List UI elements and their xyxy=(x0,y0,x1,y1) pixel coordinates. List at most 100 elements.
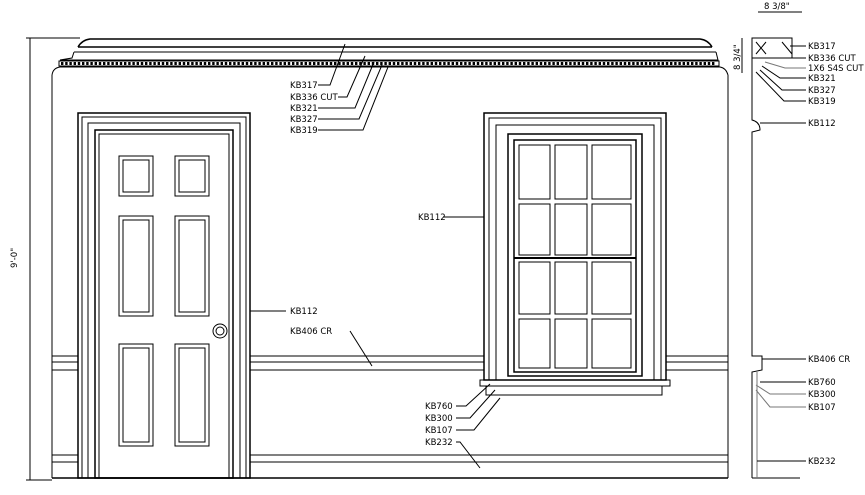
dentil xyxy=(98,62,102,65)
dentil xyxy=(86,62,89,65)
dentil xyxy=(308,62,312,65)
dentil xyxy=(397,62,400,65)
dentil xyxy=(661,62,664,65)
dentil xyxy=(434,62,438,65)
dentil xyxy=(691,62,694,65)
dentil xyxy=(443,62,446,65)
dentil xyxy=(497,62,501,65)
dentil xyxy=(161,62,165,65)
dentil xyxy=(132,62,135,65)
dentil xyxy=(485,62,488,65)
dentil xyxy=(136,62,139,65)
dentil xyxy=(544,62,547,65)
window-pane xyxy=(554,144,588,200)
label-kb321: KB321 xyxy=(290,104,318,114)
dentil xyxy=(573,62,576,65)
section-labels: KB317 KB336 CUT 1X6 S4S CUT KB321 KB327 … xyxy=(808,42,864,467)
dentil xyxy=(241,62,244,65)
dentil xyxy=(644,62,648,65)
dentil xyxy=(552,62,555,65)
dentil xyxy=(191,62,194,65)
dentil xyxy=(422,62,425,65)
dentil xyxy=(611,62,614,65)
dentil xyxy=(657,62,660,65)
dentil xyxy=(468,62,471,65)
dentil xyxy=(245,62,249,65)
label-kb327: KB327 xyxy=(290,115,318,125)
dentil xyxy=(388,62,391,65)
dentil xyxy=(430,62,433,65)
section-label-kb406-cr: KB406 CR xyxy=(808,355,850,365)
cornice-labels: KB317 KB336 CUT KB321 KB327 KB319 xyxy=(290,81,338,136)
dentil xyxy=(594,62,597,65)
dentil xyxy=(586,62,589,65)
dentil xyxy=(401,62,404,65)
section-label-kb321: KB321 xyxy=(808,74,836,84)
dentil xyxy=(157,62,160,65)
dentil xyxy=(392,62,396,65)
dentil xyxy=(699,62,702,65)
dentil xyxy=(653,62,656,65)
window-pane xyxy=(518,144,551,200)
dentil xyxy=(313,62,316,65)
dentil xyxy=(325,62,328,65)
cornice xyxy=(51,38,729,76)
dentil xyxy=(216,62,219,65)
dentil xyxy=(481,62,484,65)
label-kb760: KB760 xyxy=(425,402,453,412)
dentil xyxy=(329,62,333,65)
dentil xyxy=(149,62,152,65)
dentil xyxy=(124,62,127,65)
dentil xyxy=(229,62,232,65)
section-label-kb327: KB327 xyxy=(808,86,836,96)
window-pane xyxy=(591,318,632,369)
dentil xyxy=(632,62,635,65)
dentil xyxy=(317,62,320,65)
label-kb317: KB317 xyxy=(290,81,318,91)
dentil xyxy=(531,62,534,65)
dentil xyxy=(556,62,559,65)
section-detail: 8 3/8" 8 3/4" xyxy=(733,2,802,479)
section-label-kb112: KB112 xyxy=(808,119,836,129)
dentil xyxy=(69,62,72,65)
dentil xyxy=(628,62,631,65)
dentil xyxy=(355,62,358,65)
dentil xyxy=(674,62,677,65)
dentil xyxy=(111,62,114,65)
dentil xyxy=(212,62,215,65)
window-sill-labels: KB760 KB300 KB107 KB232 xyxy=(425,402,453,448)
height-dimension-text: 9'-0" xyxy=(10,248,20,268)
dentil xyxy=(502,62,505,65)
dentil xyxy=(262,62,265,65)
dentil xyxy=(203,62,207,65)
dentil xyxy=(523,62,526,65)
window-pane xyxy=(518,261,551,315)
dentil xyxy=(287,62,291,65)
dentil xyxy=(199,62,202,65)
dentil xyxy=(670,62,673,65)
dentil xyxy=(489,62,492,65)
door xyxy=(77,112,251,479)
chair-rail-label: KB406 CR xyxy=(290,327,332,337)
dentil xyxy=(455,62,459,65)
dentil xyxy=(623,62,627,65)
window-casing-label: KB112 xyxy=(418,213,446,223)
dentil xyxy=(321,62,324,65)
dentil xyxy=(178,62,181,65)
height-dimension: 9'-0" xyxy=(10,37,80,481)
dentil xyxy=(77,62,81,65)
dentil xyxy=(493,62,496,65)
dentil xyxy=(170,62,173,65)
window-pane xyxy=(518,318,551,369)
dentil xyxy=(359,62,362,65)
dentil xyxy=(565,62,568,65)
door-casing-label: KB112 xyxy=(290,307,318,317)
dentil xyxy=(649,62,652,65)
dentil xyxy=(304,62,307,65)
dentil xyxy=(376,62,379,65)
section-label-1x6-s4s-cut: 1X6 S4S CUT xyxy=(808,64,864,74)
label-kb336-cut: KB336 CUT xyxy=(290,93,338,103)
window-pane xyxy=(591,203,632,256)
leaders xyxy=(250,43,806,469)
dentil xyxy=(510,62,513,65)
